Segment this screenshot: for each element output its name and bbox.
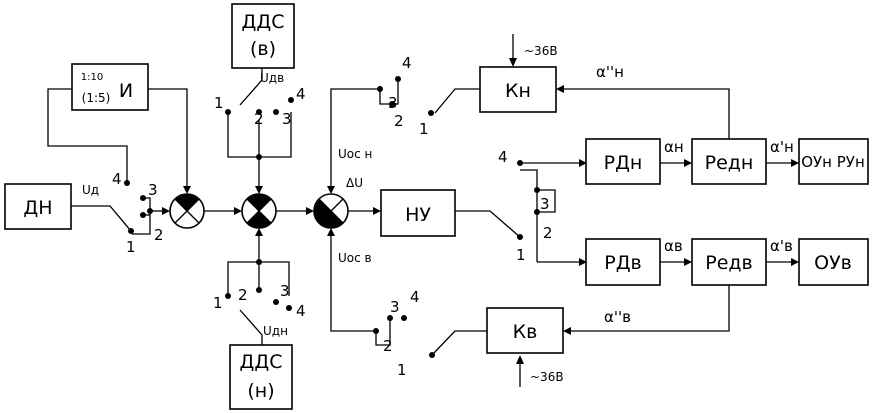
- swb-num-4: 4: [296, 302, 306, 320]
- block-kn-label: Кн: [505, 80, 531, 102]
- label-udv: Uдв: [260, 71, 284, 85]
- block-ou-n-label: ОУн РУн: [801, 153, 865, 171]
- block-dds-bottom-label-1: ДДС: [240, 351, 283, 373]
- block-ou-v-label: ОУв: [814, 252, 852, 274]
- sw1-num-1: 1: [126, 238, 136, 256]
- label-alpha-v-prime: α'в: [770, 237, 793, 255]
- label-delta-u: ΔU: [346, 176, 363, 190]
- sw1-num-4: 4: [112, 170, 122, 188]
- block-red-n-label: Редн: [705, 152, 754, 174]
- swr-num-3: 3: [540, 195, 550, 213]
- swkn-num-1: 1: [419, 120, 429, 138]
- block-integrator-label: И: [119, 80, 133, 102]
- swb-num-2: 2: [238, 286, 248, 304]
- block-dds-top-label-1: ДДС: [242, 11, 285, 33]
- label-alpha-v-dprime: α''в: [604, 308, 631, 326]
- swt-num-3: 3: [282, 110, 292, 128]
- block-ratio-label-2: (1:5): [82, 91, 111, 105]
- swt-num-4: 4: [296, 85, 306, 103]
- label-alpha-n: αн: [664, 138, 684, 156]
- summing-junction-2: [242, 194, 276, 228]
- sw1-num-2: 2: [154, 226, 164, 244]
- label-36v-bottom: ~36В: [530, 370, 564, 384]
- block-ratio-label-1: 1:10: [81, 72, 103, 83]
- swkn-num-2: 2: [394, 112, 404, 130]
- line-int-to-sum1: [148, 89, 187, 190]
- label-uos-n: Uос н: [338, 147, 372, 161]
- label-alpha-n-dprime: α''н: [596, 63, 624, 81]
- swkn-num-3: 3: [388, 94, 398, 112]
- swb-num-3: 3: [280, 282, 290, 300]
- swkn-num-4: 4: [402, 54, 412, 72]
- block-rd-n-label: РДн: [604, 152, 643, 174]
- label-uos-v: Uос в: [338, 251, 372, 265]
- label-36v-top: ~36В: [524, 44, 558, 58]
- label-alpha-v: αв: [664, 237, 683, 255]
- swr-num-1: 1: [516, 246, 526, 264]
- swr-num-4: 4: [498, 148, 508, 166]
- swt-num-1: 1: [214, 94, 224, 112]
- label-ud: Uд: [82, 183, 99, 197]
- swkv-num-4: 4: [410, 288, 420, 306]
- block-dn-label: ДН: [23, 197, 52, 219]
- summing-junction-1: [170, 194, 204, 228]
- label-alpha-n-prime: α'н: [770, 138, 794, 156]
- swb-num-1: 1: [213, 294, 223, 312]
- block-dds-bottom-label-2: (н): [247, 380, 274, 402]
- summing-junction-3: [314, 194, 348, 228]
- block-kv-label: Кв: [513, 321, 538, 343]
- label-udn: Uдн: [263, 324, 288, 338]
- swr-num-2: 2: [543, 224, 553, 242]
- block-dds-top-label-2: (в): [250, 38, 276, 60]
- swkv-num-1: 1: [397, 361, 407, 379]
- line-dn-out: [71, 206, 131, 231]
- block-rd-v-label: РДв: [604, 252, 642, 274]
- sw1-num-3: 3: [148, 181, 158, 199]
- block-red-v-label: Редв: [705, 252, 752, 274]
- block-nu-label: НУ: [405, 204, 431, 226]
- swkv-num-2: 2: [383, 337, 393, 355]
- swkv-num-3: 3: [390, 298, 400, 316]
- swt-num-2: 2: [254, 110, 264, 128]
